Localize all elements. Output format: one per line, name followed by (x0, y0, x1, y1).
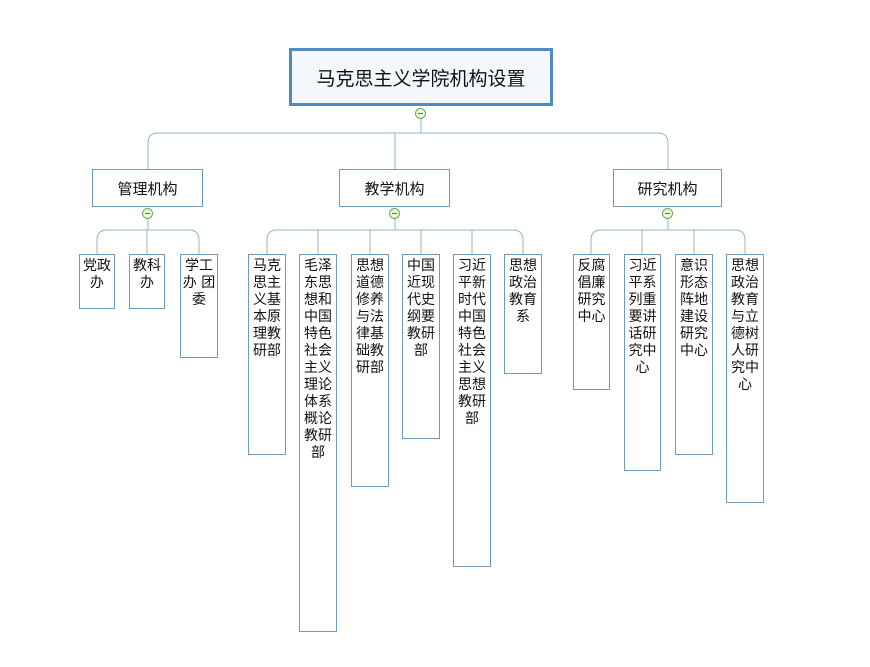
leaf-node[interactable]: 学工办 团委 (180, 254, 218, 358)
leaf-node[interactable]: 习近平新时代中国特色社会主义思想教研部 (453, 254, 491, 567)
leaf-node[interactable]: 中国近现代史纲要教研部 (402, 254, 440, 439)
branch-node-management[interactable]: 管理机构 (92, 169, 203, 207)
leaf-label: 马克思主义基本原理教研部 (253, 258, 281, 359)
leaf-label: 思想道德修养与法律基础教研部 (356, 258, 384, 376)
branch-label: 管理机构 (117, 179, 178, 198)
leaf-label: 习近平新时代中国特色社会主义思想教研部 (458, 258, 486, 427)
leaf-label: 教科办 (133, 258, 161, 291)
leaf-label: 党政办 (83, 258, 111, 291)
leaf-label: 学工办 团委 (182, 258, 216, 308)
root-title: 马克思主义学院机构设置 (316, 67, 526, 90)
leaf-node[interactable]: 教科办 (129, 254, 165, 309)
leaf-label: 思想政治教育系 (509, 258, 537, 325)
leaf-node[interactable]: 思想政治教育系 (504, 254, 542, 374)
leaf-node[interactable]: 毛泽东思想和中国特色社会主义理论体系概论教研部 (299, 254, 337, 632)
branch-management-connector-bar (96, 229, 200, 254)
collapse-toggle-icon[interactable] (662, 208, 673, 219)
leaf-label: 反腐倡廉研究中心 (577, 258, 606, 325)
leaf-node[interactable]: 意识形态阵地建设研究中心 (675, 254, 713, 455)
leaf-node[interactable]: 思想政治教育与立德树人研究中心 (726, 254, 764, 503)
leaf-label: 毛泽东思想和中国特色社会主义理论体系概论教研部 (304, 258, 332, 461)
collapse-toggle-icon[interactable] (415, 108, 426, 119)
leaf-label: 意识形态阵地建设研究中心 (680, 258, 708, 359)
leaf-node[interactable]: 马克思主义基本原理教研部 (248, 254, 286, 455)
leaf-node[interactable]: 习近平系列重要讲话研究中心 (624, 254, 661, 471)
branch-label: 研究机构 (637, 179, 698, 198)
leaf-node[interactable]: 思想道德修养与法律基础教研部 (351, 254, 389, 487)
branch-research-connector-bar (590, 229, 746, 254)
root-node-title[interactable]: 马克思主义学院机构设置 (289, 48, 553, 106)
branch-node-research[interactable]: 研究机构 (613, 169, 722, 207)
leaf-node[interactable]: 党政办 (79, 254, 115, 309)
branch-teaching-connector-bar (266, 229, 524, 254)
collapse-toggle-icon[interactable] (389, 208, 400, 219)
leaf-node[interactable]: 反腐倡廉研究中心 (573, 254, 610, 390)
leaf-label: 思想政治教育与立德树人研究中心 (731, 258, 759, 393)
branch-label: 教学机构 (364, 179, 425, 198)
leaf-label: 习近平系列重要讲话研究中心 (628, 258, 657, 376)
collapse-toggle-icon[interactable] (142, 208, 153, 219)
root-connector-bar (147, 132, 669, 169)
leaf-label: 中国近现代史纲要教研部 (407, 258, 435, 359)
branch-node-teaching[interactable]: 教学机构 (339, 169, 450, 207)
